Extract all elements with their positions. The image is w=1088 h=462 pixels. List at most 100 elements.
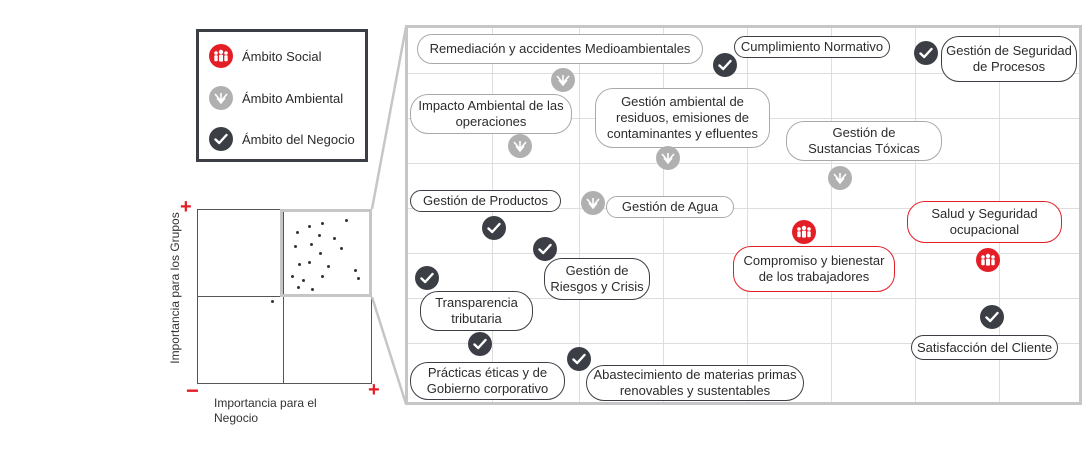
topic-label-line: residuos, emisiones de: [616, 110, 749, 125]
business-check-icon: [533, 237, 557, 261]
quadrant-highlight: [280, 209, 372, 297]
axis-minus-sign: −: [186, 378, 199, 403]
legend-item-negocio: Ámbito del Negocio: [209, 126, 355, 152]
mini-chart-dot: [308, 225, 311, 228]
topic-label-line: Abastecimiento de materias primas: [593, 367, 797, 382]
topic-label: Remediación y accidentes Medioambientale…: [430, 41, 691, 57]
topic-label: Gestión de Agua: [622, 199, 718, 215]
topic-label-line: contaminantes y efluentes: [606, 126, 759, 141]
mini-chart-dot: [327, 265, 330, 268]
topic-label-line: Riesgos y Crisis: [550, 279, 644, 294]
x-axis-label-line2: Negocio: [214, 411, 259, 425]
legend-label-negocio: Ámbito del Negocio: [242, 131, 355, 147]
topic-label-line: de los trabajadores: [758, 269, 870, 284]
y-axis-plus-sign: +: [180, 196, 192, 218]
environmental-leaf-icon: [828, 166, 852, 190]
topic-label-line: Gestión de: [832, 125, 896, 140]
mini-chart-dot: [298, 263, 301, 266]
x-axis-label-line1: Importancia para el: [214, 396, 317, 410]
mini-chart-dot: [345, 219, 348, 222]
topic-label-line: de Procesos: [972, 59, 1046, 74]
social-people-icon: [209, 44, 233, 68]
topic-label: Satisfacción del Cliente: [917, 340, 1052, 356]
topic-label-line: Transparencia: [435, 295, 518, 310]
mini-chart-dot: [321, 222, 324, 225]
topic-label: Gestión de Productos: [423, 193, 548, 209]
social-people-icon: [976, 248, 1000, 272]
topic-productos: Gestión de Productos: [410, 190, 561, 212]
mini-chart-dot: [319, 252, 322, 255]
business-check-icon: [713, 53, 737, 77]
business-check-icon: [209, 127, 233, 151]
topic-label-line: Gestión de: [565, 263, 629, 278]
business-check-icon: [415, 266, 439, 290]
topic-label-line: ocupacional: [949, 222, 1020, 237]
legend-item-social: Ámbito Social: [209, 43, 321, 69]
social-people-icon: [792, 220, 816, 244]
topic-cumplimiento: Cumplimiento Normativo: [734, 36, 890, 58]
environmental-leaf-icon: [656, 146, 680, 170]
topic-label-line: Salud y Seguridad: [931, 206, 1038, 221]
topic-label-line: operaciones: [455, 114, 527, 129]
mini-chart-dot: [354, 269, 357, 272]
mini-chart-dot: [308, 261, 311, 264]
topic-label-line: Remediación y accidentes Medioambientale…: [429, 41, 691, 56]
legend-label-ambiental: Ámbito Ambiental: [242, 90, 344, 106]
x-axis-label: Importancia para el Negocio: [214, 396, 344, 426]
topic-label-line: Gestión de Agua: [621, 199, 719, 214]
topic-label-line: Gestión ambiental de: [621, 94, 744, 109]
legend-label-social: Ámbito Social: [242, 48, 322, 64]
topic-label-line: Satisfacción del Cliente: [916, 339, 1053, 355]
topic-satisfaccion: Satisfacción del Cliente: [911, 335, 1058, 360]
legend-item-ambiental: Ámbito Ambiental: [209, 85, 343, 111]
mini-chart-dot: [296, 231, 299, 234]
mini-chart-dot: [321, 275, 324, 278]
topic-label-line: Sustancias Tóxicas: [808, 141, 920, 156]
topic-label-line: tributaria: [451, 311, 502, 326]
topic-label-line: Prácticas éticas y de: [427, 365, 548, 380]
mini-chart-dot: [340, 247, 343, 250]
mini-chart-dot: [357, 277, 360, 280]
environmental-leaf-icon: [508, 134, 532, 158]
mini-chart-dot: [318, 234, 321, 237]
mini-chart-dot: [297, 286, 300, 289]
mini-chart-dot: [311, 288, 314, 291]
business-check-icon: [980, 305, 1004, 329]
environmental-leaf-icon: [551, 68, 575, 92]
business-check-icon: [914, 41, 938, 65]
environmental-leaf-icon: [209, 86, 233, 110]
mini-chart-dot: [333, 237, 336, 240]
mini-chart-dot: [294, 245, 297, 248]
legend-box: Ámbito Social Ámbito Ambiental Ámbito de…: [196, 29, 368, 162]
mini-chart-dot: [302, 279, 305, 282]
environmental-leaf-icon: [581, 191, 605, 215]
topic-label: Cumplimiento Normativo: [741, 39, 883, 55]
mini-chart-dot: [291, 275, 294, 278]
topic-label-line: Impacto Ambiental de las: [418, 98, 564, 113]
topic-label-line: Gestión de Productos: [422, 193, 549, 208]
business-check-icon: [567, 347, 591, 371]
mini-chart-dot: [310, 243, 313, 246]
x-axis-plus-sign: +: [368, 379, 380, 401]
topic-label-line: renovables y sustentables: [619, 383, 771, 398]
topic-remediacion: Remediación y accidentes Medioambientale…: [417, 34, 703, 64]
